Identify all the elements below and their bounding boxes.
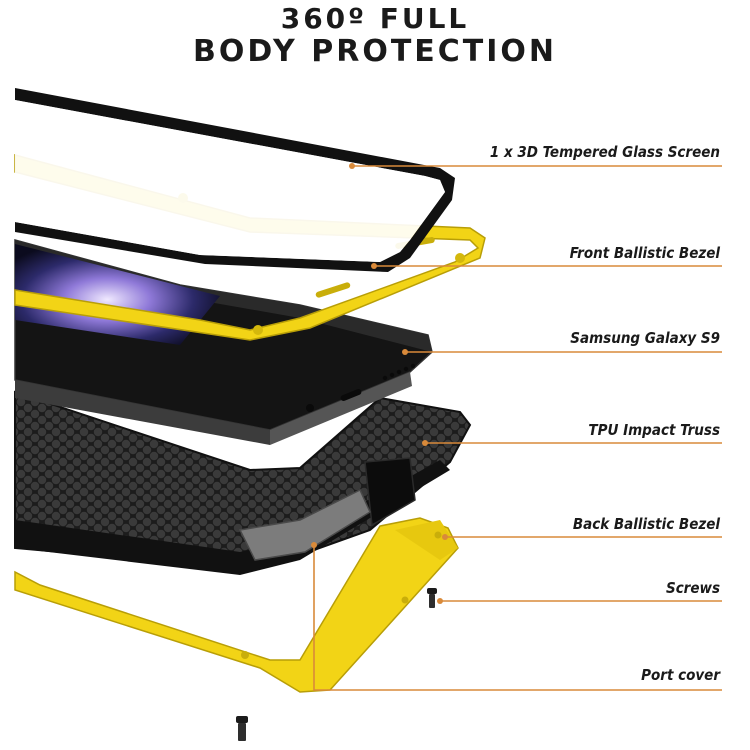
headline-line-1: 360º FULL — [280, 2, 470, 35]
label-back-bezel: Back Ballistic Bezel — [572, 515, 720, 533]
label-glass-screen: 1 x 3D Tempered Glass Screen — [489, 143, 720, 161]
leader-lines — [313, 165, 722, 691]
glass-screen-part — [15, 88, 455, 272]
back-bezel-part — [14, 517, 459, 693]
label-port-cover: Port cover — [641, 666, 720, 684]
screw-icon — [236, 588, 437, 741]
headline-line-2: BODY PROTECTION — [192, 34, 558, 69]
leader-dots — [311, 163, 448, 604]
label-phone: Samsung Galaxy S9 — [570, 329, 720, 347]
label-tpu-truss: TPU Impact Truss — [588, 421, 720, 439]
tpu-truss-part — [14, 390, 472, 575]
label-front-bezel: Front Ballistic Bezel — [569, 244, 720, 262]
label-screws: Screws — [665, 579, 720, 597]
